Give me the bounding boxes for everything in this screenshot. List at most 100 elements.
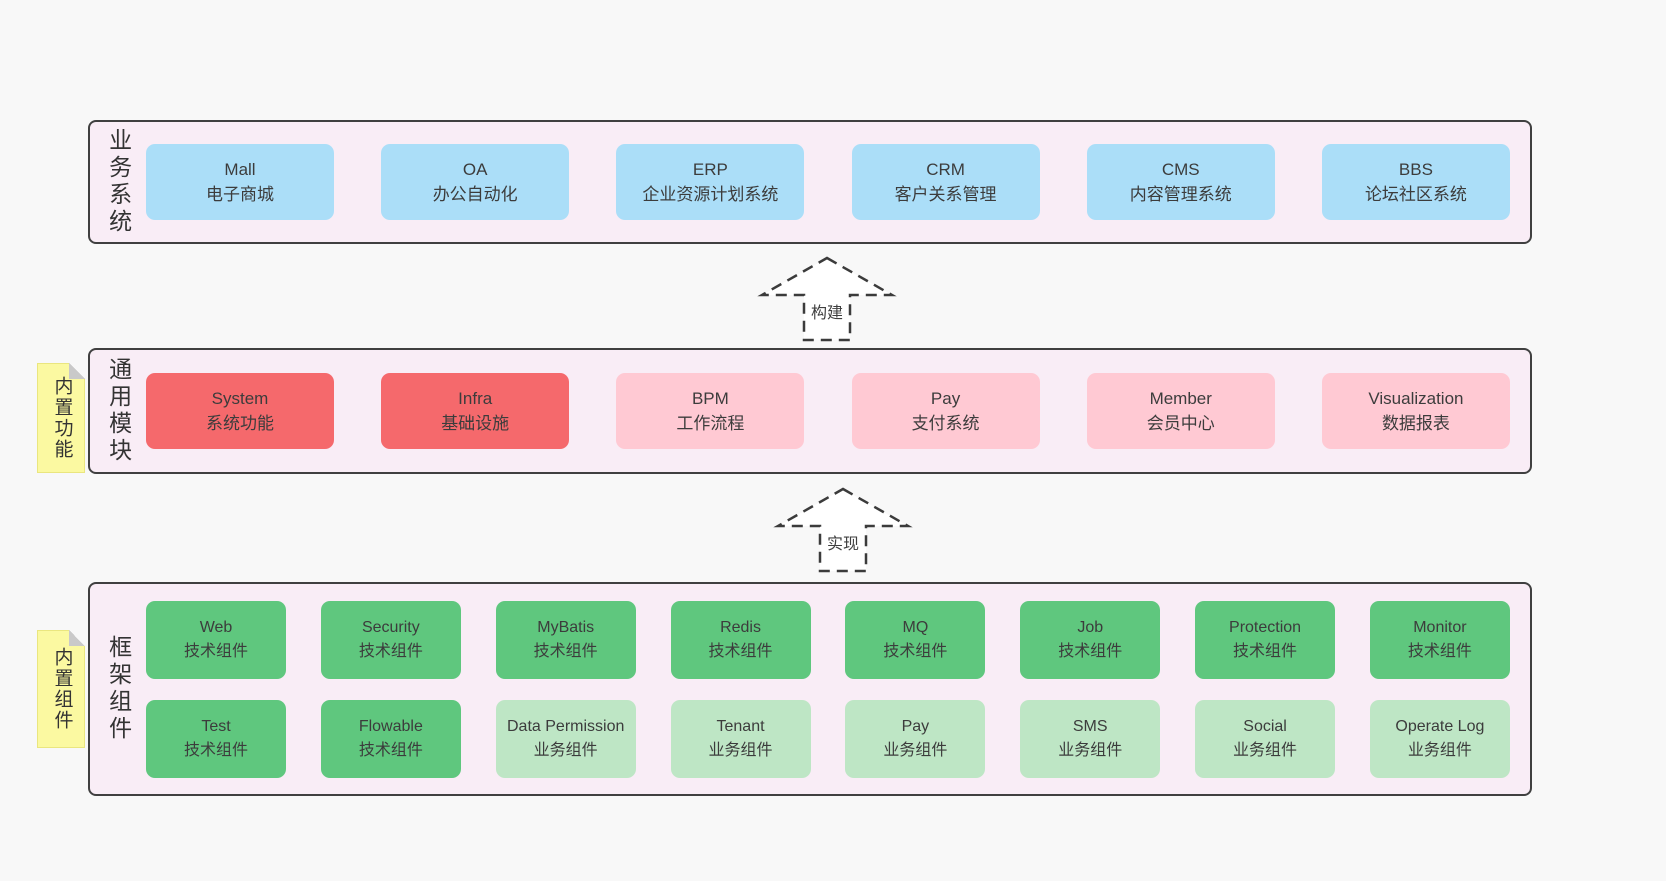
box-desc: 工作流程 (676, 414, 745, 433)
box-name: SMS (1072, 717, 1108, 735)
box-name: Security (361, 618, 420, 636)
box-desc: 业务组件 (1233, 741, 1298, 759)
box-desc: 技术组件 (708, 642, 773, 660)
components-row-2: Test 技术组件 Flowable 技术组件 Data Permission … (146, 699, 1510, 778)
business-boxes-row: Mall 电子商城 OA 办公自动化 ERP 企业资源计划系统 CRM 客户关系… (146, 144, 1530, 220)
box-desc: 客户关系管理 (894, 185, 997, 204)
box-name: MyBatis (537, 618, 595, 636)
box-crm: CRM 客户关系管理 (851, 144, 1040, 220)
box-name: CRM (926, 159, 965, 179)
box-desc: 技术组件 (183, 642, 248, 660)
box-job: Job 技术组件 (1020, 600, 1161, 679)
box-desc: 业务组件 (1058, 741, 1123, 759)
arrow-implement-label: 实现 (824, 530, 862, 554)
arrow-implement: 实现 (773, 486, 913, 574)
layer-framework-components: 框架组件 Web 技术组件 Security 技术组件 MyBatis 技术组件… (88, 582, 1532, 796)
box-desc: 企业资源计划系统 (642, 185, 779, 204)
box-desc: 技术组件 (183, 741, 248, 759)
sticky-note-built-in-functions: 内置功能 (37, 363, 85, 473)
box-name: System (211, 388, 269, 408)
box-mybatis: MyBatis 技术组件 (495, 600, 636, 679)
box-member: Member 会员中心 (1086, 373, 1275, 449)
box-web: Web 技术组件 (146, 600, 286, 679)
box-pay: Pay 支付系统 (851, 373, 1040, 449)
box-desc: 支付系统 (911, 414, 980, 433)
box-desc: 技术组件 (358, 741, 423, 759)
box-desc: 电子商城 (206, 185, 274, 204)
box-desc: 技术组件 (358, 642, 423, 660)
box-tenant: Tenant 业务组件 (670, 699, 811, 778)
box-protection: Protection 技术组件 (1195, 600, 1336, 679)
box-infra: Infra 基础设施 (381, 373, 570, 449)
box-name: Flowable (358, 717, 423, 735)
box-social: Social 业务组件 (1195, 699, 1336, 778)
box-desc: 办公自动化 (432, 185, 518, 204)
box-security: Security 技术组件 (320, 600, 461, 679)
box-name: Pay (901, 717, 930, 735)
box-name: Visualization (1368, 388, 1464, 408)
box-desc: 技术组件 (1058, 642, 1123, 660)
box-desc: 系统功能 (206, 414, 274, 433)
box-desc: 内容管理系统 (1129, 185, 1232, 204)
box-monitor: Monitor 技术组件 (1369, 600, 1510, 679)
box-desc: 技术组件 (1233, 642, 1298, 660)
box-erp: ERP 企业资源计划系统 (616, 144, 805, 220)
box-desc: 技术组件 (533, 642, 598, 660)
box-name: OA (462, 159, 488, 179)
box-visualization: Visualization 数据报表 (1321, 373, 1510, 449)
box-name: MQ (902, 618, 929, 636)
box-oa: OA 办公自动化 (381, 144, 570, 220)
box-redis: Redis 技术组件 (670, 600, 811, 679)
box-name: ERP (692, 159, 728, 179)
box-desc: 论坛社区系统 (1364, 185, 1467, 204)
box-name: Protection (1229, 618, 1302, 636)
box-test: Test 技术组件 (146, 699, 286, 778)
box-name: CMS (1161, 159, 1200, 179)
box-flowable: Flowable 技术组件 (320, 699, 461, 778)
box-desc: 数据报表 (1381, 414, 1450, 433)
box-desc: 业务组件 (1407, 741, 1472, 759)
box-desc: 业务组件 (533, 741, 598, 759)
box-name: BBS (1398, 159, 1433, 179)
sticky-note-text: 内置组件 (51, 647, 73, 731)
box-bbs: BBS 论坛社区系统 (1321, 144, 1510, 220)
box-name: Job (1077, 618, 1104, 636)
layer-business-systems: 业务系统 Mall 电子商城 OA 办公自动化 ERP 企业资源计划系统 CRM… (88, 120, 1532, 244)
box-system: System 系统功能 (146, 373, 334, 449)
box-name: Mall (224, 159, 256, 179)
sticky-note-text: 内置功能 (51, 376, 73, 460)
box-operate-log: Operate Log 业务组件 (1369, 699, 1510, 778)
box-name: Member (1149, 388, 1212, 408)
box-name: Operate Log (1395, 717, 1485, 735)
layer-business-label: 业务系统 (105, 128, 132, 236)
layer-modules-label: 通用模块 (105, 357, 132, 465)
box-bpm: BPM 工作流程 (616, 373, 805, 449)
box-desc: 会员中心 (1146, 414, 1215, 433)
box-name: Social (1243, 717, 1287, 735)
box-name: Infra (458, 388, 493, 408)
box-name: Monitor (1413, 618, 1467, 636)
folded-corner-icon (69, 630, 85, 646)
layer-components-label: 框架组件 (105, 635, 132, 743)
layer-common-modules: 通用模块 System 系统功能 Infra 基础设施 BPM 工作流程 Pay… (88, 348, 1532, 474)
box-name: Pay (930, 388, 961, 408)
components-row-1: Web 技术组件 Security 技术组件 MyBatis 技术组件 Redi… (146, 600, 1510, 679)
box-mq: MQ 技术组件 (845, 600, 986, 679)
box-name: Tenant (716, 717, 765, 735)
box-data-permission: Data Permission 业务组件 (495, 699, 636, 778)
sticky-note-built-in-components: 内置组件 (37, 630, 85, 748)
box-name: Web (199, 618, 233, 636)
box-name: Redis (720, 618, 761, 636)
arrow-build: 构建 (757, 255, 897, 343)
box-name: Data Permission (507, 717, 625, 735)
box-desc: 技术组件 (1407, 642, 1472, 660)
components-grid: Web 技术组件 Security 技术组件 MyBatis 技术组件 Redi… (146, 600, 1530, 778)
box-desc: 业务组件 (708, 741, 773, 759)
folded-corner-icon (69, 363, 85, 379)
arrow-build-label: 构建 (808, 299, 846, 323)
box-mall: Mall 电子商城 (146, 144, 334, 220)
box-name: BPM (691, 388, 729, 408)
box-desc: 技术组件 (883, 642, 948, 660)
box-sms: SMS 业务组件 (1020, 699, 1161, 778)
